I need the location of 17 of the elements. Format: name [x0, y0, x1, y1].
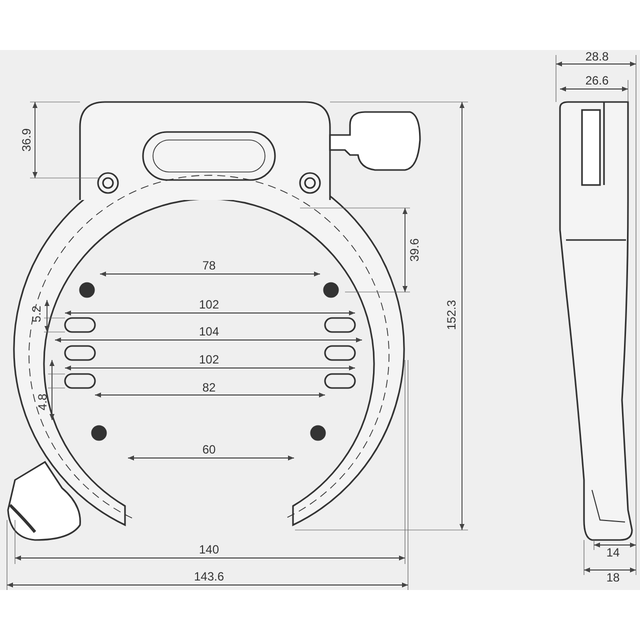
dimension-label: 82	[201, 382, 217, 394]
dimension-label: 102	[198, 298, 220, 312]
dimension-label: 39.6	[408, 237, 422, 263]
dimension-label: 78	[201, 260, 217, 272]
dimension-label: 102	[198, 354, 220, 366]
dimension-label: 14	[605, 546, 621, 560]
dimension-label: 152.3	[446, 298, 458, 332]
dimension-label: 26.6	[584, 74, 610, 88]
dimension-label: 143.6	[192, 570, 226, 584]
dimension-label: 5.2	[30, 304, 44, 324]
dimension-label: 140	[198, 544, 220, 556]
dimension-label: 60	[201, 444, 217, 456]
dimension-label: 104	[198, 326, 220, 338]
dimension-label: 18	[605, 572, 621, 584]
dimension-label: 28.8	[584, 50, 610, 64]
dimension-label: 36.9	[20, 127, 34, 153]
dimension-label: 4.8	[36, 392, 50, 412]
